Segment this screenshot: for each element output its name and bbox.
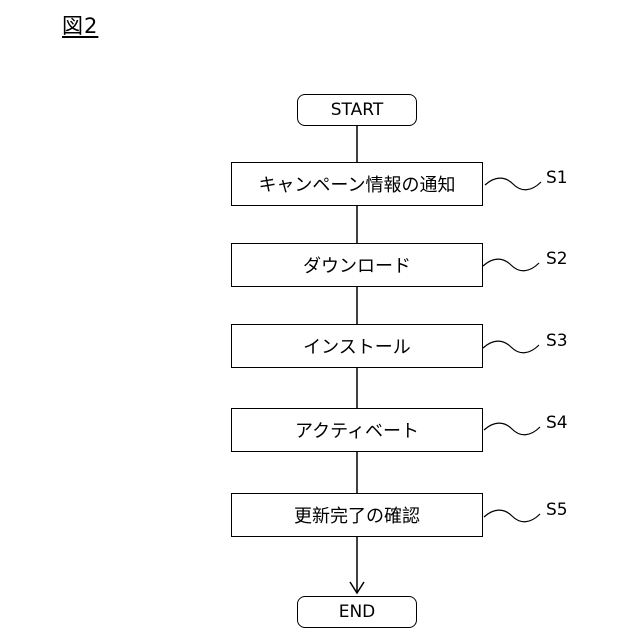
squiggle-s1	[485, 178, 541, 190]
step-box-s4: アクティベート	[231, 408, 483, 452]
step-box-s2: ダウンロード	[231, 243, 483, 287]
end-terminal: END	[297, 596, 417, 628]
squiggle-s2	[483, 259, 539, 271]
step-label-s5: S5	[546, 500, 568, 520]
squiggle-s5	[484, 510, 540, 522]
step-box-s3: インストール	[231, 324, 483, 368]
start-terminal: START	[297, 94, 417, 126]
squiggle-s4	[484, 423, 540, 435]
squiggle-s3	[483, 341, 539, 353]
step-label-s1: S1	[546, 168, 568, 188]
step-box-s1: キャンペーン情報の通知	[231, 162, 483, 206]
step-label-s2: S2	[546, 249, 568, 269]
step-box-s5: 更新完了の確認	[231, 493, 483, 537]
step-label-s4: S4	[546, 413, 568, 433]
step-label-s3: S3	[546, 331, 568, 351]
